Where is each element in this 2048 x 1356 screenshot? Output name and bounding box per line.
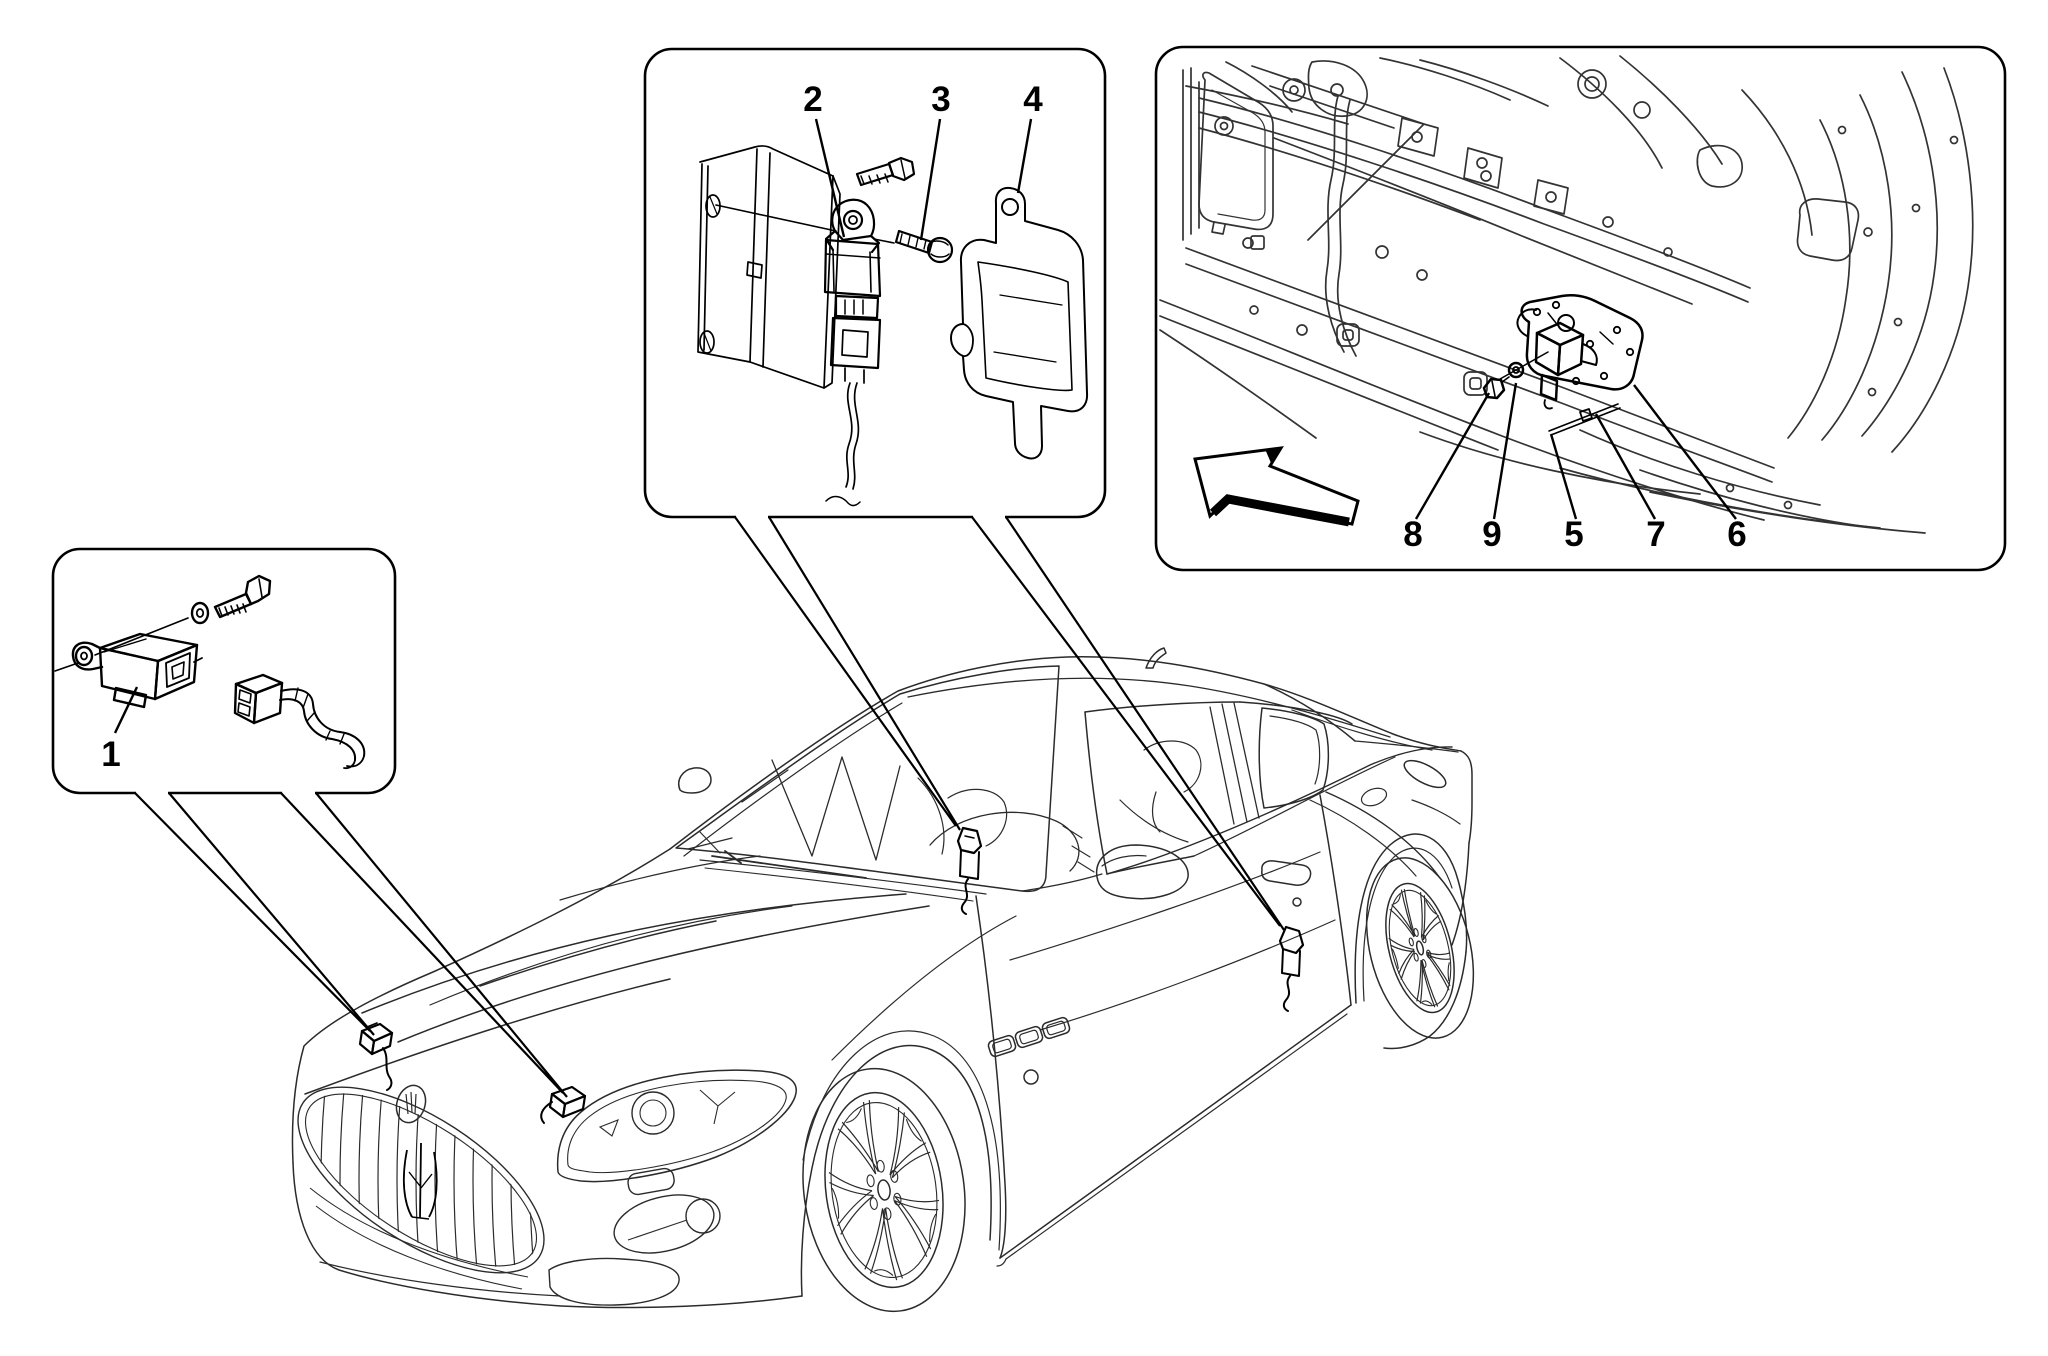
svg-text:2: 2	[803, 80, 822, 119]
svg-text:8: 8	[1403, 515, 1422, 554]
svg-text:7: 7	[1646, 515, 1665, 554]
svg-text:5: 5	[1564, 515, 1583, 554]
svg-text:9: 9	[1482, 515, 1501, 554]
svg-text:6: 6	[1727, 515, 1746, 554]
svg-text:1: 1	[101, 735, 120, 774]
svg-text:4: 4	[1023, 80, 1043, 119]
svg-text:3: 3	[931, 80, 950, 119]
